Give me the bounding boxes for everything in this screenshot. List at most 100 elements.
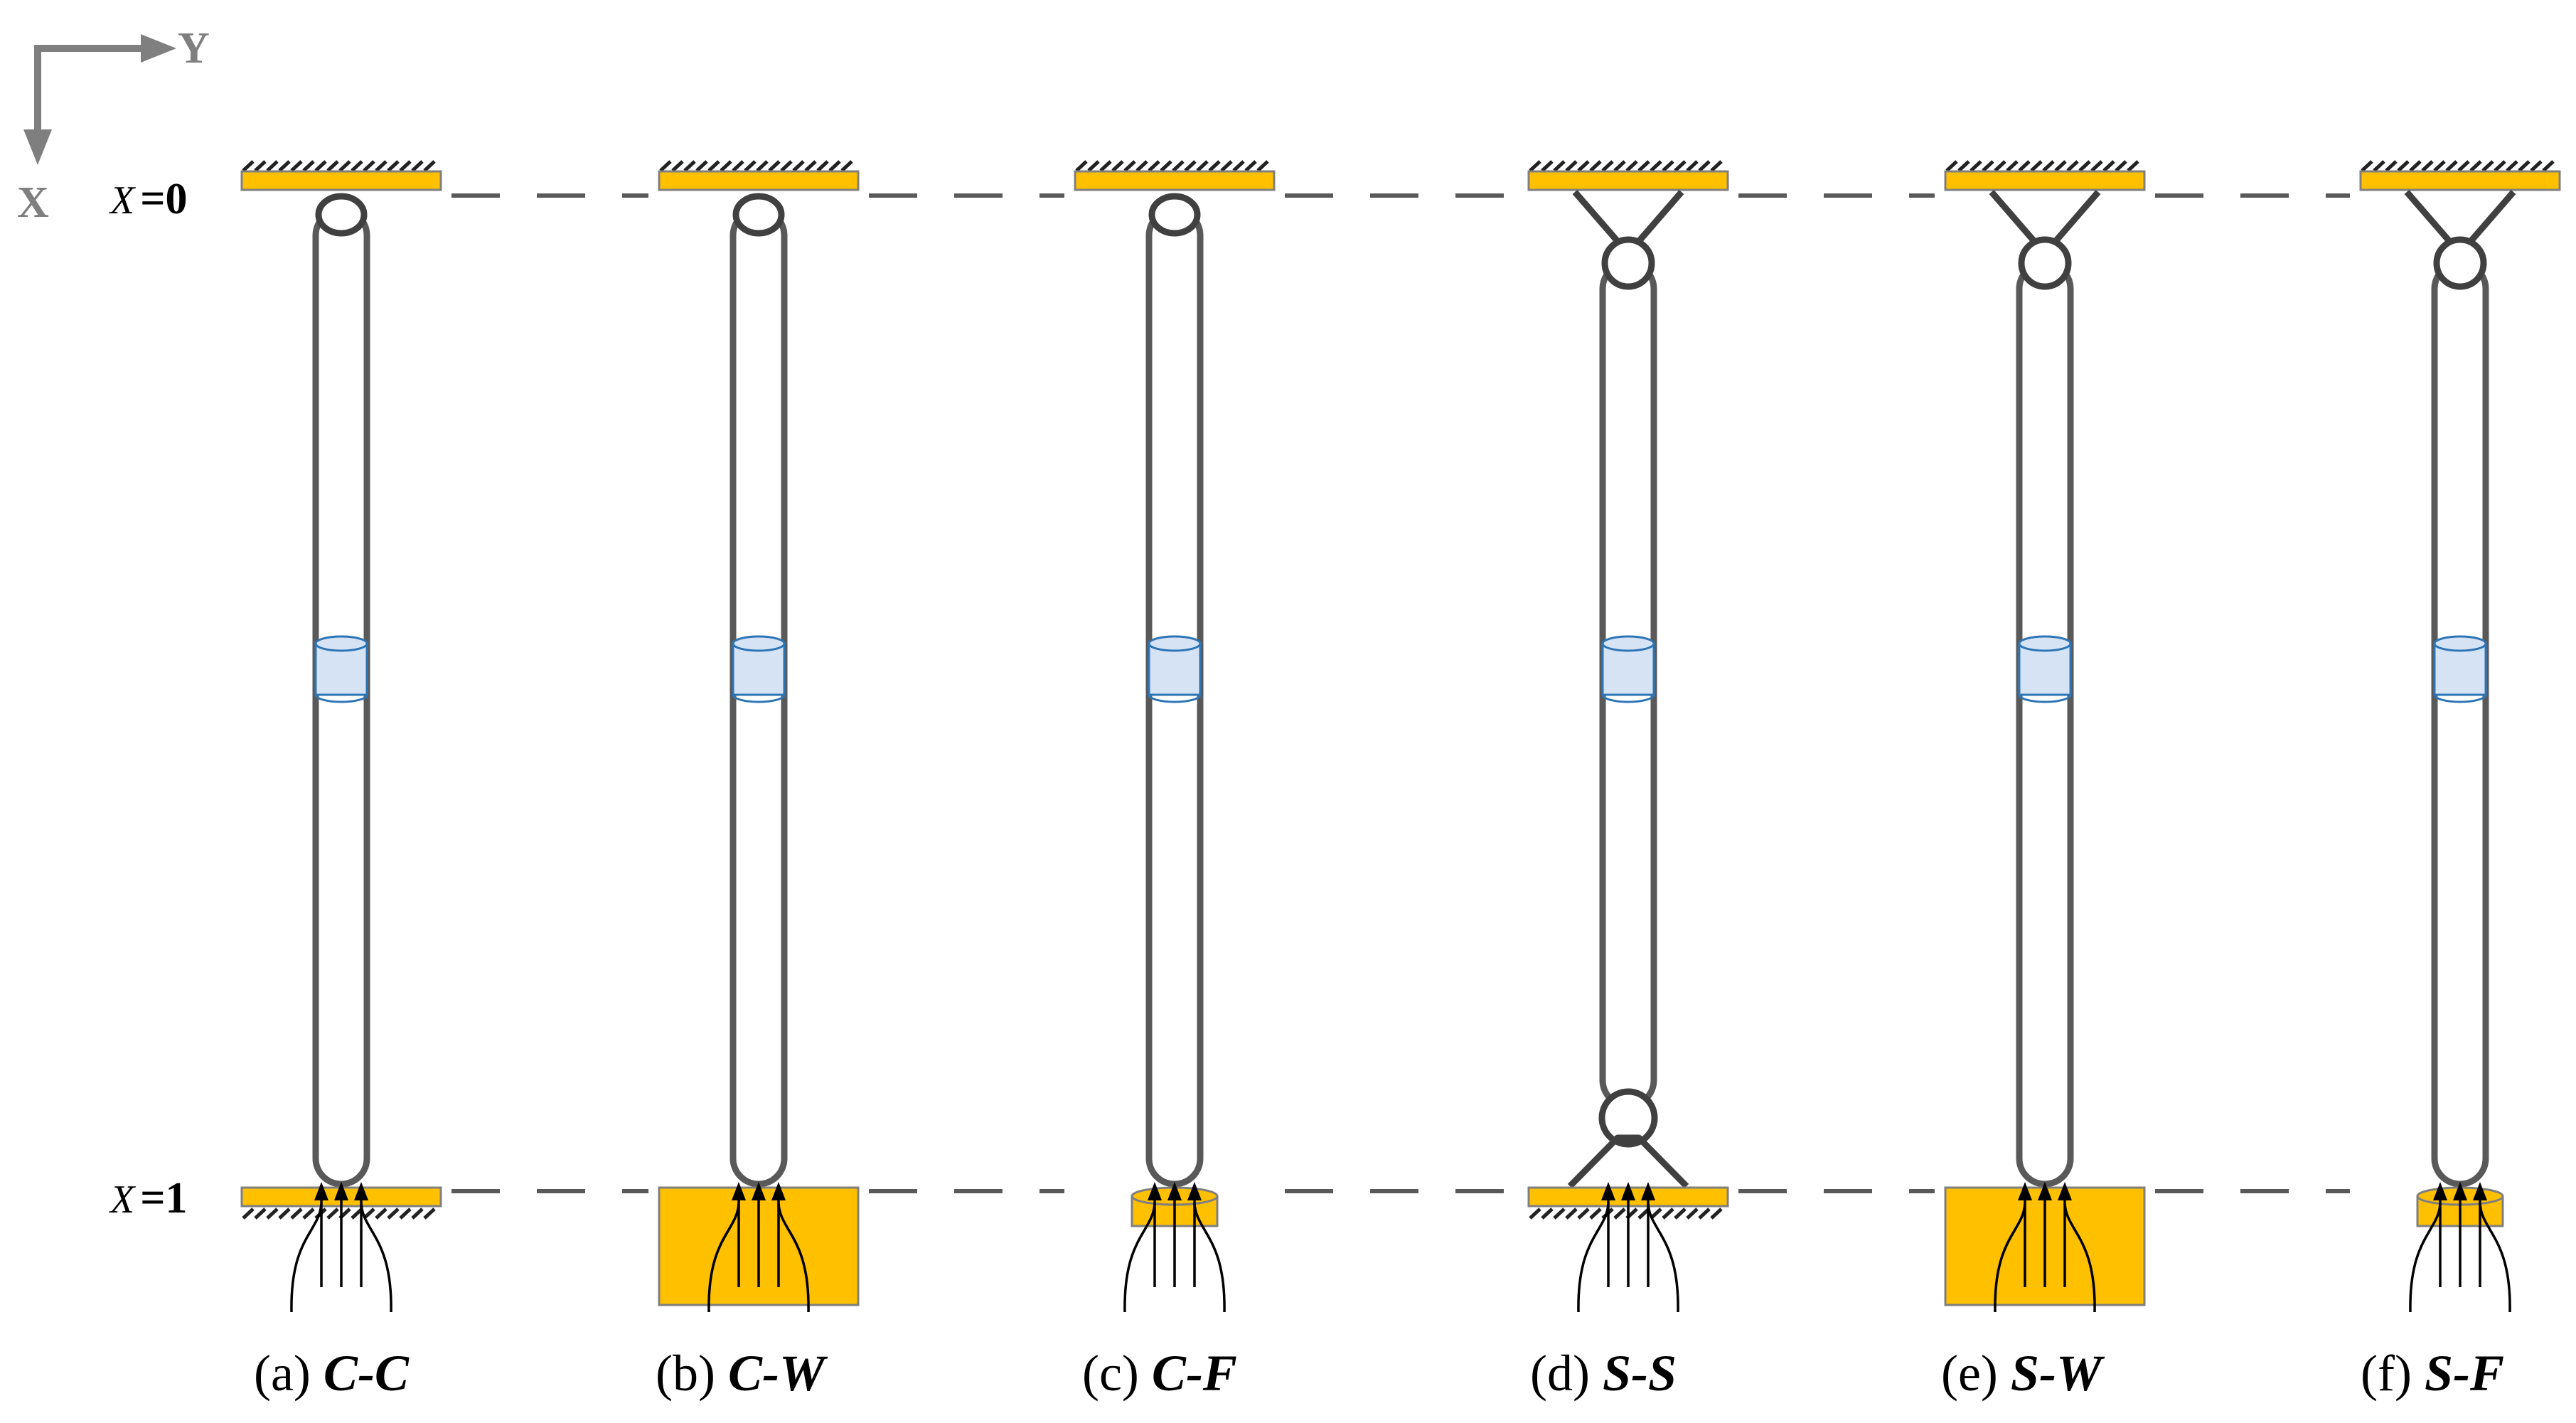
top-clamp-end: [1148, 193, 1201, 237]
flow-arrowhead: [354, 1182, 368, 1200]
top-support-plate-hatch: [707, 160, 720, 172]
top-support-plate: [1527, 170, 1729, 191]
top-support-plate-hatch: [411, 160, 424, 172]
flow-arrowhead: [2018, 1182, 2032, 1200]
y-axis-arrowhead: [141, 34, 176, 63]
top-support-plate-hatch: [2409, 160, 2422, 172]
flow-streamline-left: [707, 1203, 740, 1313]
top-support-plate-hatch: [1982, 160, 1994, 172]
top-support-plate-hatch: [1994, 160, 2006, 172]
pipe-column-s-s: [1527, 160, 1729, 1313]
reference-dashed-lines: [451, 193, 2350, 1193]
flow-streamline-left: [1994, 1203, 2026, 1313]
pipe-body: [729, 206, 788, 1188]
pipe-body: [2016, 260, 2074, 1188]
top-support-plate-hatch: [1541, 160, 1554, 172]
top-support-plate-hatch: [2042, 160, 2055, 172]
fluid-element-bottom: [314, 694, 368, 703]
top-support-plate-hatch: [671, 160, 684, 172]
case-code-f: S-F: [2425, 1345, 2504, 1402]
top-support-plate-hatch: [278, 160, 291, 172]
bottom-pin-bracket: [1567, 1134, 1689, 1189]
top-support-plate-hatch: [387, 160, 400, 172]
top-support-plate-hatch: [695, 160, 708, 172]
flow-arrowhead: [2473, 1182, 2487, 1200]
bottom-support-plate-hatch: [363, 1208, 375, 1220]
fluid-element-bottom: [732, 694, 786, 703]
case-caption-c: (c)C-F: [1082, 1345, 1237, 1402]
top-support-plate: [1944, 170, 2146, 191]
case-code-a: C-C: [324, 1345, 410, 1402]
x-axis-arrowhead: [23, 129, 52, 165]
top-pin-joint: [2018, 236, 2072, 290]
top-support-plate-hatch: [2385, 160, 2398, 172]
bottom-support-plate-hatch: [1541, 1208, 1554, 1220]
pipe-column-c-f: [1074, 160, 1276, 1313]
bottom-support-plate-hatch: [302, 1208, 315, 1220]
case-label-e: (e): [1941, 1345, 1998, 1402]
top-support-plate-hatch: [1662, 160, 1674, 172]
top-position-variable: X: [109, 178, 137, 223]
top-support-plate-hatch: [242, 160, 255, 172]
top-support-plate-hatch: [1529, 160, 1541, 172]
flow-streamline-right: [1193, 1203, 1226, 1313]
top-support-plate-hatch: [1601, 160, 1614, 172]
top-support-plate-hatch: [1148, 160, 1160, 172]
flow-arrowhead: [752, 1182, 766, 1200]
top-support-plate-hatch: [2361, 160, 2373, 172]
top-support-plate-hatch: [266, 160, 279, 172]
bottom-support-plate-hatch: [1674, 1208, 1687, 1220]
flow-arrowhead: [1167, 1182, 1182, 1200]
top-support-plate-hatch: [1698, 160, 1711, 172]
top-support-plate-hatch: [2433, 160, 2446, 172]
top-support-plate-hatch: [816, 160, 829, 172]
pipe-body: [312, 206, 370, 1188]
top-support-plate-hatch: [2445, 160, 2458, 172]
top-pin-joint: [2433, 236, 2487, 290]
top-support-plate-hatch: [1577, 160, 1590, 172]
top-support-plate-hatch: [1625, 160, 1638, 172]
fluid-element-top: [2433, 635, 2487, 652]
top-support-plate-hatch: [2127, 160, 2139, 172]
top-support-plate-hatch: [1565, 160, 1578, 172]
top-support-plate-hatch: [2373, 160, 2385, 172]
case-label-f: (f): [2361, 1345, 2412, 1402]
top-support-plate-hatch: [720, 160, 732, 172]
bottom-position-value: =1: [140, 1174, 187, 1222]
top-support-plate-hatch: [1208, 160, 1221, 172]
case-caption-d: (d)S-S: [1530, 1345, 1677, 1402]
top-support-plate-hatch: [2457, 160, 2470, 172]
case-caption-e: (e)S-W: [1941, 1345, 2105, 1402]
top-support-plate-hatch: [768, 160, 781, 172]
top-support-plate-hatch: [840, 160, 853, 172]
top-position-label: X=0: [109, 175, 188, 223]
pipe-column-c-w: [658, 160, 860, 1313]
top-support-plate-hatch: [1650, 160, 1662, 172]
bottom-support-plate-hatch: [1662, 1208, 1674, 1220]
bottom-support-plate-hatch: [326, 1208, 339, 1220]
fluid-element-bottom: [2433, 694, 2487, 703]
top-support-plate-hatch: [326, 160, 339, 172]
bottom-support-plate-hatch: [254, 1208, 267, 1220]
fluid-element-top: [1601, 635, 1655, 652]
top-support-plate: [1074, 170, 1276, 191]
bottom-support-plate-hatch: [290, 1208, 303, 1220]
fluid-element-top: [732, 635, 786, 652]
top-support-plate-hatch: [2506, 160, 2518, 172]
y-axis-label: Y: [178, 24, 210, 73]
flow-arrowhead: [1601, 1182, 1615, 1200]
bottom-support-plate-hatch: [266, 1208, 279, 1220]
bottom-support-plate-hatch: [1529, 1208, 1541, 1220]
fluid-element-bottom: [1601, 694, 1655, 703]
top-support-plate-hatch: [1123, 160, 1136, 172]
flow-arrowhead: [1621, 1182, 1635, 1200]
top-support-plate-hatch: [2006, 160, 2019, 172]
top-support-plate-hatch: [659, 160, 672, 172]
pipe-body: [1145, 206, 1204, 1188]
fluid-element-body: [2018, 642, 2072, 696]
top-support-plate: [240, 170, 442, 191]
top-support-plate-hatch: [2481, 160, 2494, 172]
top-support-plate-hatch: [314, 160, 327, 172]
case-label-b: (b): [656, 1345, 715, 1402]
bottom-support-plate-hatch: [1553, 1208, 1566, 1220]
